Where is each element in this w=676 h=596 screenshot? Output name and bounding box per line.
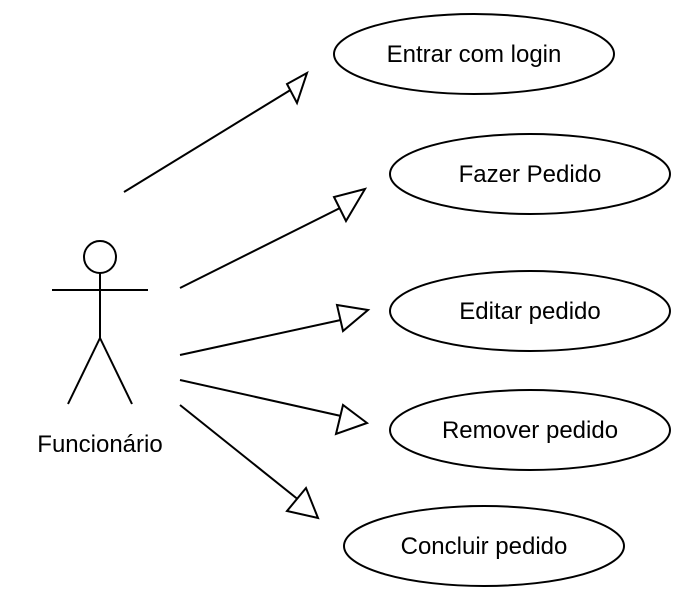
association-line: [123, 85, 298, 193]
association-editar-pedido: [179, 303, 371, 356]
use-case-editar-pedido: Editar pedido: [389, 270, 671, 352]
use-case-entrar-com-login: Entrar com login: [333, 13, 615, 95]
use-case-label: Entrar com login: [387, 41, 562, 68]
arrowhead: [335, 303, 371, 333]
association-line: [179, 317, 351, 356]
actor-left-leg: [67, 337, 101, 405]
use-case-remover-pedido: Remover pedido: [389, 389, 671, 471]
actor-right-leg: [99, 337, 133, 405]
use-case-fazer-pedido: Fazer Pedido: [389, 133, 671, 215]
association-line: [179, 202, 351, 289]
association-concluir-pedido: [179, 404, 320, 520]
association-entrar-com-login: [123, 70, 309, 193]
association-line: [179, 404, 306, 506]
use-case-ellipse: [333, 13, 615, 95]
association-fazer-pedido: [179, 187, 368, 289]
association-line: [179, 379, 351, 419]
actor-head: [83, 240, 117, 274]
use-case-ellipse: [389, 133, 671, 215]
arrowhead: [285, 486, 320, 520]
use-case-concluir-pedido: Concluir pedido: [343, 505, 625, 587]
use-case-label: Concluir pedido: [401, 533, 568, 560]
use-case-ellipse: [389, 389, 671, 471]
actor-funcionario: Funcionário: [37, 240, 163, 458]
arrowhead: [332, 187, 368, 224]
use-case-label: Remover pedido: [442, 417, 618, 444]
actor-label: Funcionário: [37, 431, 162, 458]
arrowhead: [334, 403, 370, 436]
arrowhead: [285, 70, 309, 106]
association-remover-pedido: [179, 379, 370, 436]
use-case-ellipse: [343, 505, 625, 587]
use-case-ellipse: [389, 270, 671, 352]
use-case-label: Editar pedido: [459, 298, 600, 325]
use-case-label: Fazer Pedido: [459, 161, 602, 188]
